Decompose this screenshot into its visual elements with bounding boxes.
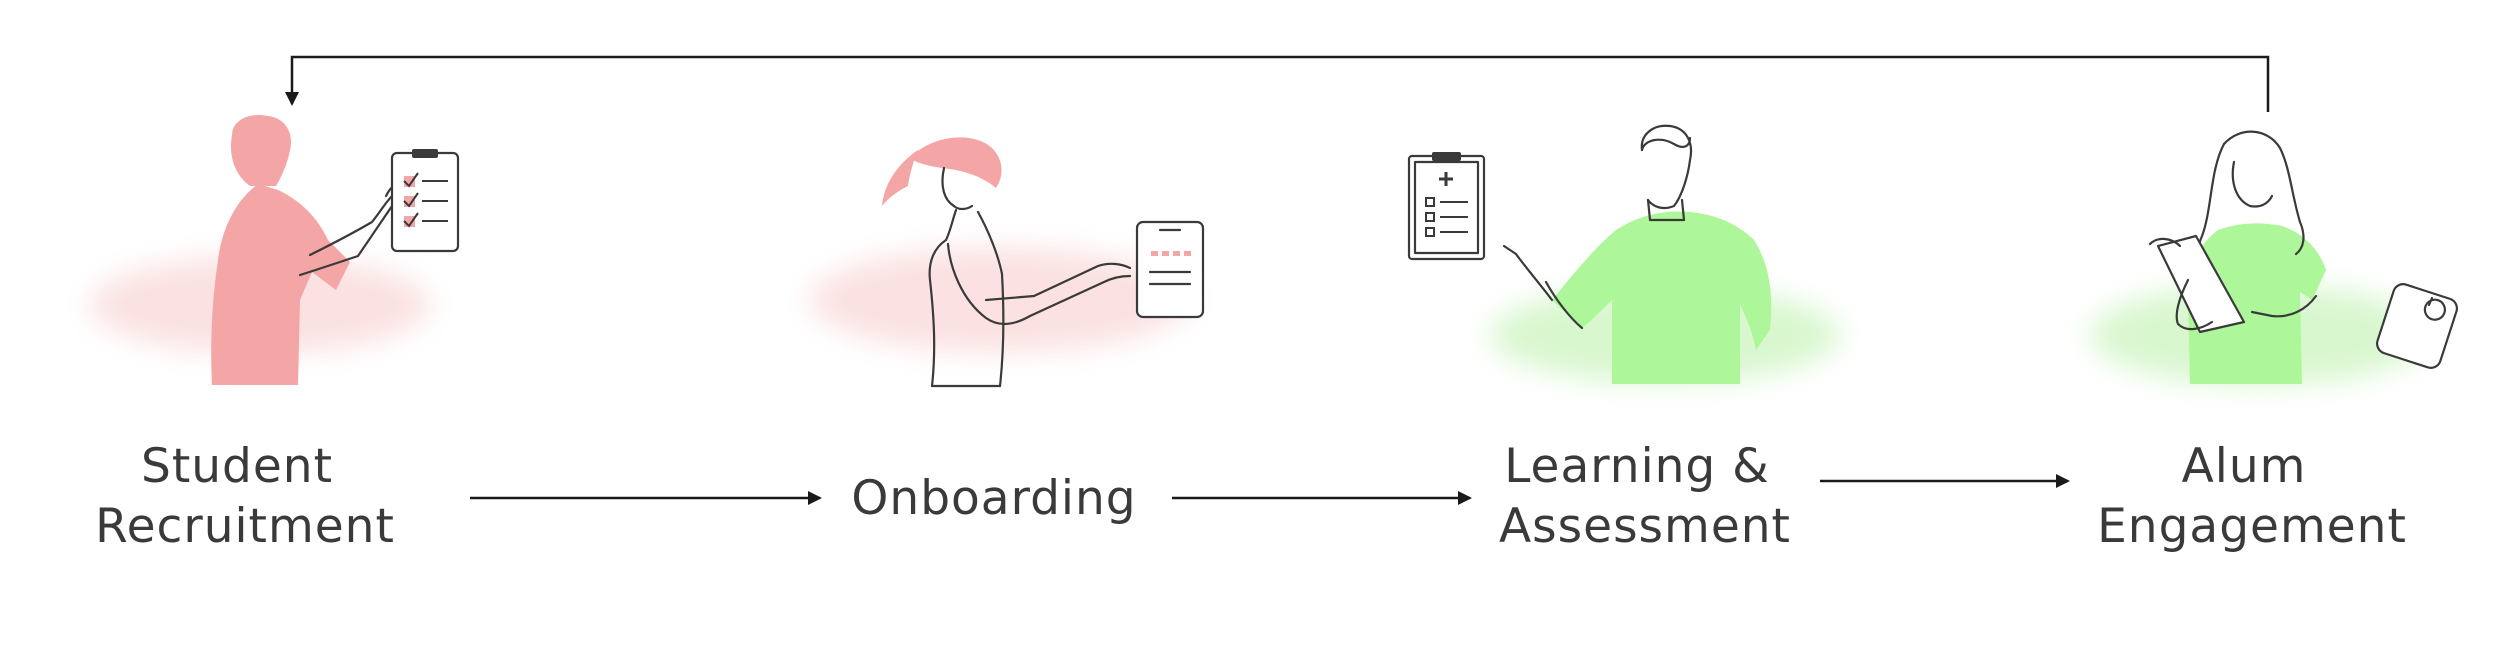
stage-label-recruitment: Student Recruitment <box>95 439 395 554</box>
phone-pin-icon <box>1135 220 1205 319</box>
alum-engagement-illustration <box>2090 130 2459 385</box>
stage-label-alum-engagement: Alum Engagement <box>2097 439 2407 554</box>
clipboard-checklist-icon <box>390 149 460 253</box>
learning-assessment-illustration <box>1407 124 1840 384</box>
stage-label-line: Onboarding <box>851 471 1136 526</box>
stage-label-line: Assessment <box>1499 499 1791 554</box>
stage-label-line: Learning & <box>1504 439 1770 494</box>
stage-label-onboarding: Onboarding <box>851 471 1136 526</box>
stage-label-learning-assessment: Learning & Assessment <box>1499 439 1791 554</box>
medical-clipboard-icon <box>1407 152 1486 261</box>
feedback-loop-arrow <box>285 55 2270 112</box>
onboarding-illustration <box>810 137 1205 388</box>
stage-label-line: Alum <box>2182 439 2307 494</box>
stage-label-line: Student <box>141 439 333 494</box>
stage-label-line: Recruitment <box>95 499 395 554</box>
stage-label-line: Engagement <box>2097 499 2407 554</box>
student-recruitment-illustration <box>90 114 460 385</box>
weight-scale-icon <box>2375 283 2459 369</box>
